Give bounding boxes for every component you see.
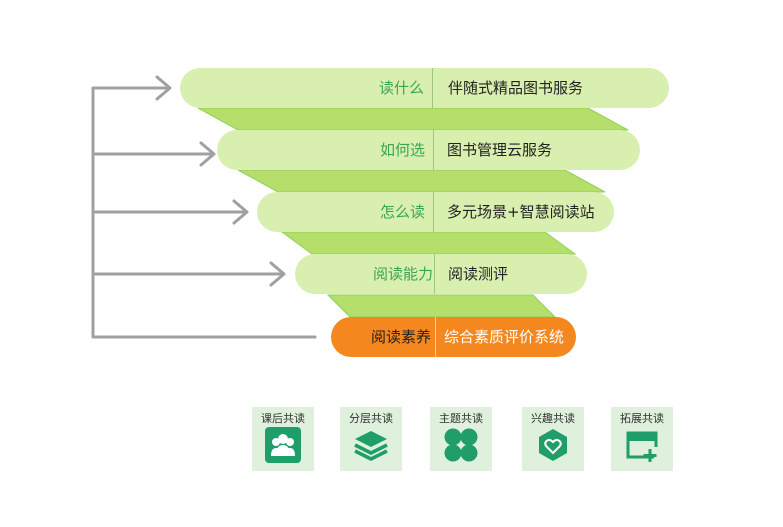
card-label: 主题共读 (439, 412, 483, 425)
layers-icon (353, 427, 389, 463)
pill-divider (433, 130, 434, 170)
card-label: 分层共读 (349, 412, 393, 425)
clover-icon (443, 427, 479, 463)
level-question: 读什么 (378, 79, 424, 97)
level-question: 如何选 (379, 141, 425, 159)
level-answer: 图书管理云服务 (447, 141, 553, 159)
pill-divider (433, 192, 434, 232)
connector-band-4 (326, 294, 557, 318)
level-question: 怎么读 (379, 203, 425, 221)
level-answer: 阅读测评 (448, 265, 509, 283)
heart-hexagon-icon (535, 427, 571, 463)
feedback-arrows (91, 75, 317, 339)
connector-band-1 (197, 107, 629, 131)
connector-band-3 (280, 231, 577, 255)
level-pill-2: 如何选 图书管理云服务 (217, 130, 640, 170)
card-after-class-reading[interactable]: 课后共读 (252, 407, 314, 471)
level-answer: 多元场景+智慧阅读站 (447, 203, 595, 221)
level-answer: 综合素质评价系统 (444, 328, 565, 346)
level-pill-1: 读什么 伴随式精品图书服务 (180, 68, 669, 108)
arrowhead-1 (155, 75, 172, 101)
arrowhead-2 (199, 141, 216, 167)
level-pill-3: 怎么读 多元场景+智慧阅读站 (257, 192, 614, 232)
level-answer: 伴随式精品图书服务 (448, 79, 584, 97)
arrowhead-3 (232, 199, 249, 225)
level-pill-5: 阅读素养 综合素质评价系统 (331, 317, 576, 357)
card-interest-reading[interactable]: 兴趣共读 (522, 407, 584, 471)
card-tiered-reading[interactable]: 分层共读 (340, 407, 402, 471)
card-label: 兴趣共读 (531, 412, 575, 425)
arrowhead-4 (269, 261, 286, 287)
card-label: 拓展共读 (620, 412, 664, 425)
window-add-icon (624, 427, 660, 463)
connector-band-2 (237, 169, 606, 193)
card-theme-reading[interactable]: 主题共读 (430, 407, 492, 471)
pill-divider (434, 254, 435, 294)
level-question: 阅读能力 (372, 265, 433, 283)
level-pill-4: 阅读能力 阅读测评 (295, 254, 587, 294)
pill-divider (435, 317, 436, 357)
people-icon (265, 427, 301, 463)
card-extended-reading[interactable]: 拓展共读 (611, 407, 673, 471)
card-label: 课后共读 (261, 412, 305, 425)
level-question: 阅读素养 (370, 328, 431, 346)
pill-divider (432, 68, 433, 108)
